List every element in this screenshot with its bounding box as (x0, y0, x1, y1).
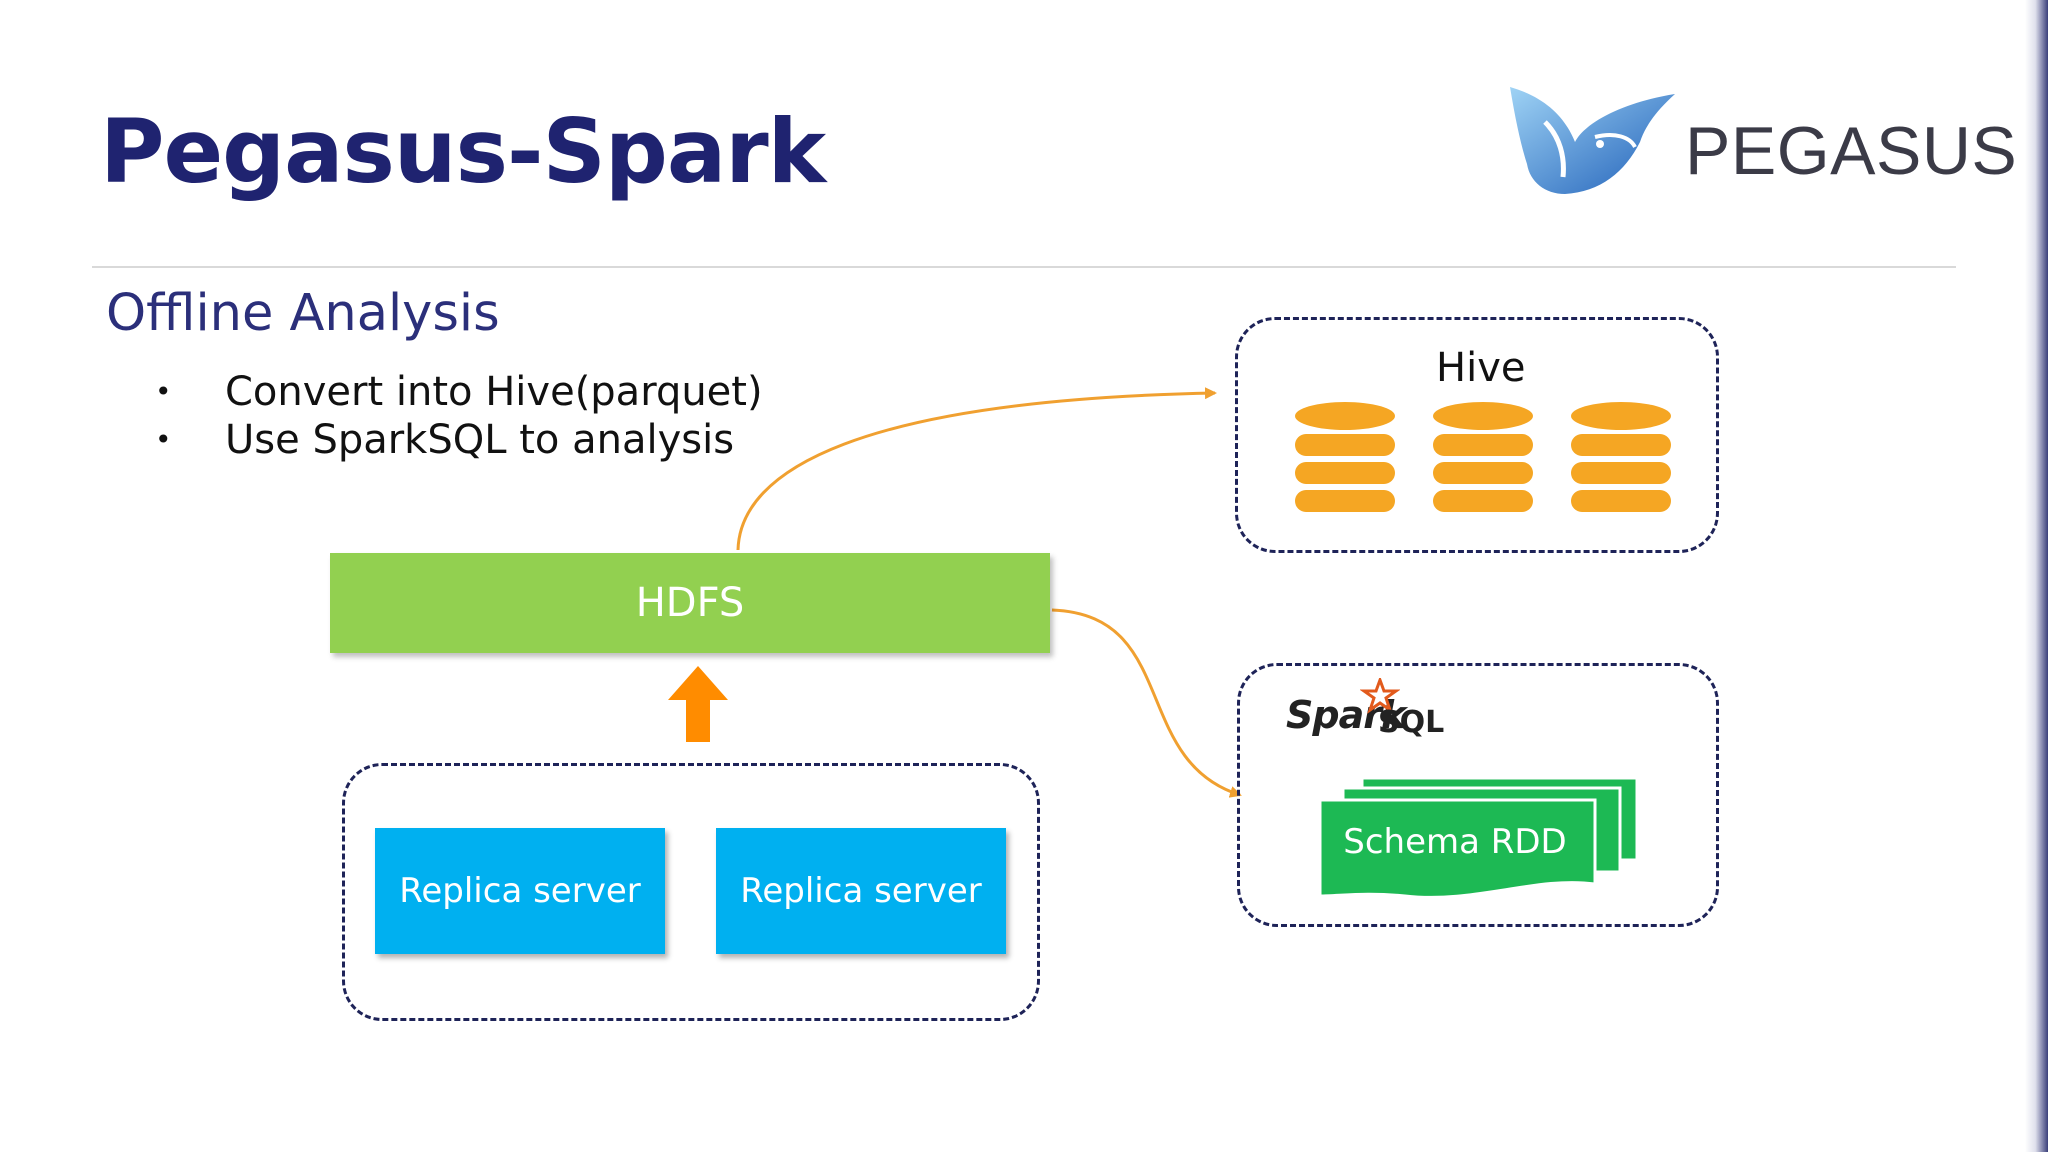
spark-star-icon (1360, 678, 1400, 714)
hdfs-label: HDFS (635, 580, 745, 626)
replica-server-box: Replica server (716, 828, 1006, 954)
hdfs-to-hive-connector (736, 387, 1217, 551)
replica-servers-container (342, 763, 1040, 1021)
database-icon (1571, 402, 1671, 512)
slide-edge-shadow (2025, 0, 2048, 1152)
database-icon (1295, 402, 1395, 512)
title-divider (92, 266, 1956, 268)
up-arrow-icon (668, 666, 728, 742)
bullet-dot-icon: • (155, 423, 172, 456)
replica-server-label: Replica server (740, 871, 982, 911)
pegasus-logo-text: PEGASUS (1685, 113, 2018, 189)
bullet-dot-icon: • (155, 375, 172, 408)
section-subtitle: Offline Analysis (106, 284, 500, 343)
replica-server-box: Replica server (375, 828, 665, 954)
bullet-item: • Use SparkSQL to analysis (155, 416, 763, 464)
schema-rdd-label: Schema RDD (1343, 822, 1567, 862)
bullet-text: Use SparkSQL to analysis (225, 417, 735, 463)
hive-databases (1295, 402, 1671, 512)
database-icon (1433, 402, 1533, 512)
slide-title: Pegasus-Spark (100, 100, 826, 203)
bullet-text: Convert into Hive(parquet) (225, 369, 763, 415)
hive-label: Hive (1436, 345, 1526, 391)
bullet-list: • Convert into Hive(parquet) • Use SparkSQ… (155, 368, 763, 464)
hive-container (1235, 317, 1719, 553)
spark-sql-container (1237, 663, 1719, 927)
bullet-item: • Convert into Hive(parquet) (155, 368, 763, 416)
hdfs-box: HDFS (330, 553, 1050, 653)
pegasus-logo-icon (1510, 87, 1675, 194)
schema-rdd-stack (1318, 776, 1639, 899)
hdfs-to-spark-connector (1051, 608, 1242, 798)
replica-server-label: Replica server (399, 871, 641, 911)
sql-logo-text: SQL (1378, 705, 1445, 740)
